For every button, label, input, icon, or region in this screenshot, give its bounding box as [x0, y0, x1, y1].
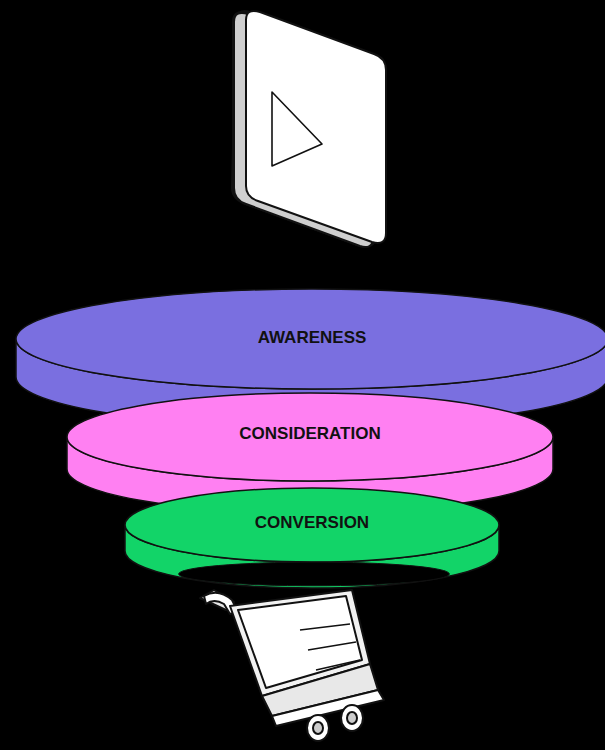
band-top [67, 393, 553, 481]
band-top [125, 488, 499, 562]
band-shape [124, 487, 500, 591]
funnel-band: CONVERSION [124, 487, 500, 591]
funnel-hole [179, 562, 450, 586]
band-label: CONSIDERATION [239, 424, 380, 444]
band-top [16, 289, 605, 389]
play-icon [232, 11, 386, 247]
band-label: AWARENESS [258, 328, 367, 348]
band-label: CONVERSION [255, 513, 369, 533]
cart-icon [200, 590, 384, 741]
